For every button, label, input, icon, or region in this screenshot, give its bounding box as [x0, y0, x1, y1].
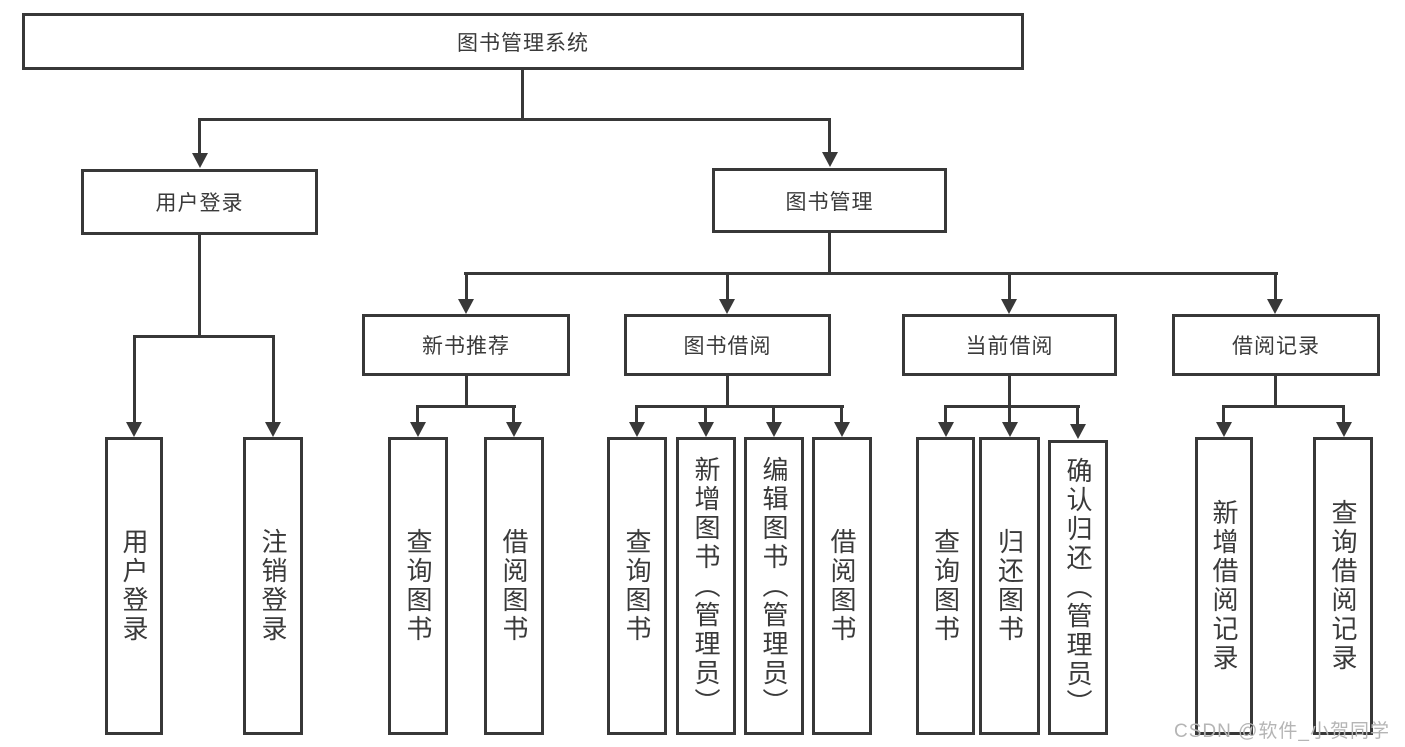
connector-stem-borrow-record: [1274, 272, 1277, 300]
connector-level1-hline: [198, 118, 831, 121]
arrowhead-book-mgmt: [822, 152, 838, 167]
leaf-recommend-borrow-books: 借阅图书: [484, 437, 544, 735]
arrowhead-g2-2: [506, 422, 522, 437]
arrowhead-g4-1: [938, 422, 954, 437]
connector-book-borrow-hline: [635, 405, 844, 408]
leaf-logout: 注销登录: [243, 437, 303, 735]
watermark: CSDN @软件_小贺同学: [1174, 721, 1390, 742]
arrowhead-g3-1: [629, 422, 645, 437]
leaf-return-books: 归还图书: [979, 437, 1040, 735]
connector-stem-g4-2: [1008, 405, 1011, 424]
arrowhead-g4-3: [1070, 424, 1086, 439]
connector-borrow-record-hline: [1222, 405, 1345, 408]
leaf-recommend-query-books: 查询图书: [388, 437, 448, 735]
connector-stem-g3-1: [635, 405, 638, 424]
leaf-add-books-admin: 新增图书（管理员）: [676, 437, 736, 735]
arrowhead-borrow-record: [1267, 299, 1283, 314]
connector-stem-g5-1: [1222, 405, 1225, 424]
arrowhead-g3-2: [698, 422, 714, 437]
arrowhead-leaf-logout: [265, 422, 281, 437]
connector-stem-g4-1: [944, 405, 947, 424]
connector-stem-recommend: [465, 272, 468, 300]
connector-recommend-stub: [465, 376, 468, 408]
leaf-edit-books-admin: 编辑图书（管理员）: [744, 437, 804, 735]
connector-recommend-hline: [416, 405, 516, 408]
node-root: 图书管理系统: [22, 13, 1024, 70]
arrowhead-g2-1: [410, 422, 426, 437]
connector-stem-leaf-logout: [272, 335, 275, 423]
connector-stem-g4-3: [1076, 405, 1079, 424]
leaf-add-borrow-record: 新增借阅记录: [1195, 437, 1253, 735]
connector-user-login-stub: [198, 235, 201, 335]
arrowhead-current-borrow: [1001, 299, 1017, 314]
leaf-borrow-query-books: 查询图书: [607, 437, 667, 735]
connector-stem-current-borrow: [1008, 272, 1011, 300]
arrowhead-g3-3: [766, 422, 782, 437]
connector-stem-g2-1: [416, 405, 419, 424]
connector-stem-book-borrow: [726, 272, 729, 300]
arrowhead-book-borrow: [719, 299, 735, 314]
connector-root-stub: [521, 69, 524, 119]
arrowhead-g5-2: [1336, 422, 1352, 437]
arrowhead-leaf-user-login: [126, 422, 142, 437]
connector-stem-g2-2: [512, 405, 515, 424]
connector-level3-hline: [464, 272, 1278, 275]
node-book-borrow: 图书借阅: [624, 314, 831, 376]
connector-user-login-hline: [133, 335, 275, 338]
connector-book-mgmt-stub: [828, 233, 831, 274]
leaf-user-login: 用户登录: [105, 437, 163, 735]
node-current-borrow: 当前借阅: [902, 314, 1117, 376]
connector-book-borrow-stub: [726, 376, 729, 408]
leaf-confirm-return-admin: 确认归还（管理员）: [1048, 440, 1108, 735]
connector-current-borrow-stub: [1008, 376, 1011, 408]
connector-stem-book-mgmt: [828, 118, 831, 154]
connector-current-borrow-hline: [944, 405, 1080, 408]
node-new-book-recommend: 新书推荐: [362, 314, 570, 376]
connector-stem-g3-2: [704, 405, 707, 424]
connector-stem-leaf-user-login: [133, 335, 136, 423]
arrowhead-g5-1: [1216, 422, 1232, 437]
connector-stem-g3-4: [840, 405, 843, 424]
connector-stem-g3-3: [772, 405, 775, 424]
leaf-borrow-borrow-books: 借阅图书: [812, 437, 872, 735]
leaf-query-borrow-record: 查询借阅记录: [1313, 437, 1373, 735]
connector-stem-user-login: [198, 118, 201, 154]
node-borrow-record: 借阅记录: [1172, 314, 1380, 376]
arrowhead-recommend: [458, 299, 474, 314]
arrowhead-user-login: [192, 153, 208, 168]
arrowhead-g3-4: [834, 422, 850, 437]
connector-stem-g5-2: [1342, 405, 1345, 424]
node-user-login: 用户登录: [81, 169, 318, 235]
connector-borrow-record-stub: [1274, 376, 1277, 408]
leaf-current-query-books: 查询图书: [916, 437, 975, 735]
arrowhead-g4-2: [1002, 422, 1018, 437]
node-book-mgmt: 图书管理: [712, 168, 947, 233]
